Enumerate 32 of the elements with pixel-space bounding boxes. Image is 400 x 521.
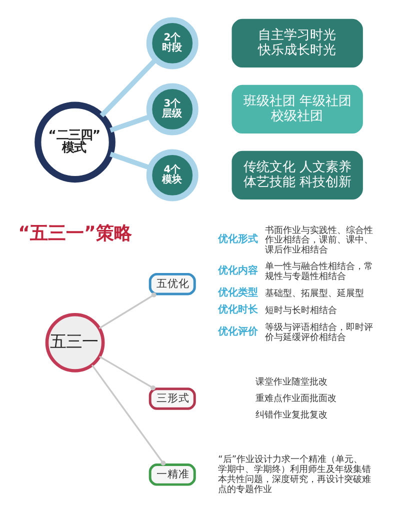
node-box: 自主学习时光 快乐成长时光 [232, 18, 363, 68]
connector [91, 364, 166, 466]
node-circle: 3个层级 [146, 82, 198, 135]
node-label: 优化评价 [218, 326, 258, 337]
connector [99, 355, 156, 390]
node-circle: “二三四”模式 [34, 101, 116, 182]
node-circle: 2个时段 [146, 16, 198, 69]
node-label: 纠错作业复批复改 [255, 410, 328, 420]
node-box: 一精准 [148, 463, 196, 486]
node-label: 优化内容 [218, 264, 258, 276]
node-label: 优化形式 [218, 234, 258, 245]
node-box: 三形式 [148, 387, 196, 410]
node-label: 单一性与融合性相结合，常规性与专题性相结合 [265, 262, 374, 282]
node-label: 短时与长时相结合 [265, 306, 338, 316]
node-circle: 五三一 [45, 312, 105, 372]
node-label: 优化时长 [218, 304, 258, 316]
node-label: 重难点作业面批面改 [255, 394, 336, 404]
node-box: 班级社团 年级社团 校级社团 [232, 84, 363, 134]
label: “五三一”策略 [18, 222, 132, 244]
node-box: 传统文化 人文素养 体艺技能 科技创新 [232, 150, 363, 200]
connector [100, 57, 158, 117]
node-label: 等级与评语相结合，即时评价与延缓评价相结合 [265, 322, 374, 343]
node-label: 优化类型 [218, 286, 258, 298]
node-box: 五优化 [148, 272, 196, 295]
connector [110, 151, 152, 170]
node-label: 书面作业与实践性、综合性作业相结合，课前、课中、课后作业相结合 [265, 225, 374, 256]
node-label: 基础型、拓展型、延展型 [265, 288, 364, 298]
node-circle: 4个模块 [146, 148, 198, 201]
connector [110, 114, 152, 132]
connector [98, 292, 156, 329]
node-label: “后”作业设计力求一个精准（单元、学期中、学期终）利用师生及年级集错本共性问题，深度研究，再设计突破难点的专题作业 [218, 454, 372, 494]
node-label: 课堂作业随堂批改 [255, 377, 328, 388]
